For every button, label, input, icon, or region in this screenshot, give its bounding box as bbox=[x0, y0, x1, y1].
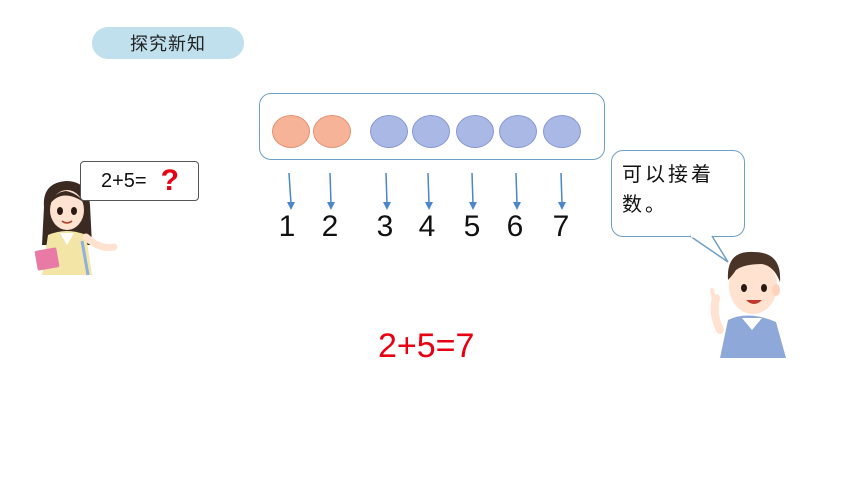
number-label: 6 bbox=[506, 210, 524, 243]
number-label: 2 bbox=[321, 210, 339, 243]
arrow bbox=[329, 172, 332, 205]
arrow bbox=[515, 172, 518, 205]
counter-dot-blue bbox=[370, 115, 408, 148]
speech-line-1: 可以接着 bbox=[622, 162, 714, 186]
arrow bbox=[471, 172, 474, 205]
number-label: 4 bbox=[418, 210, 436, 243]
question-expression: 2+5= bbox=[101, 169, 147, 192]
number-label: 7 bbox=[552, 210, 570, 243]
girl-character bbox=[34, 181, 118, 276]
section-tag: 探究新知 bbox=[92, 27, 244, 59]
counter-dot-blue bbox=[499, 115, 537, 148]
answer-equation: 2+5=7 bbox=[378, 327, 475, 365]
speech-line-2: 数。 bbox=[622, 192, 668, 216]
counter-dot-blue bbox=[456, 115, 494, 148]
boy-character bbox=[710, 251, 786, 358]
arrow bbox=[385, 172, 388, 205]
arrow bbox=[560, 172, 563, 205]
counter-dot-orange bbox=[272, 115, 310, 148]
number-label: 3 bbox=[376, 210, 394, 243]
arrow bbox=[427, 172, 430, 205]
speech-bubble: 可以接着 数。 bbox=[611, 150, 745, 237]
counter-dot-orange bbox=[313, 115, 351, 148]
counter-box bbox=[259, 93, 605, 160]
counter-dot-blue bbox=[412, 115, 450, 148]
number-label: 1 bbox=[278, 210, 296, 243]
number-label: 5 bbox=[463, 210, 481, 243]
question-mark: ? bbox=[160, 164, 179, 197]
arrow bbox=[288, 172, 292, 205]
counter-dot-blue bbox=[543, 115, 581, 148]
question-box: 2+5= ? bbox=[80, 161, 199, 201]
